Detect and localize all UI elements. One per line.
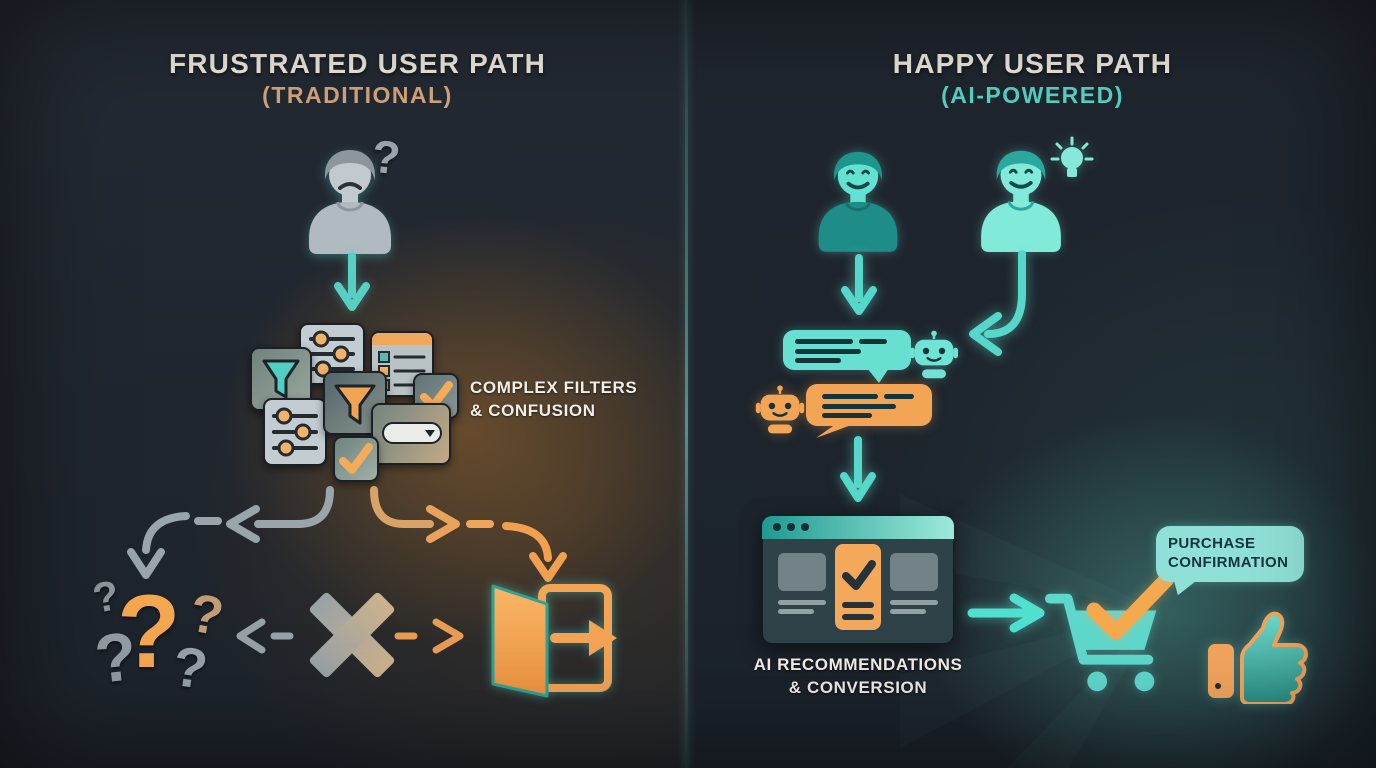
thumbs-up-icon	[1202, 598, 1310, 709]
chat-bubble-icon	[783, 330, 911, 389]
question-mark-icon: ?	[91, 618, 141, 698]
ai-robot-icon	[910, 330, 958, 385]
right-subtitle: (AI-POWERED)	[941, 82, 1124, 108]
checkmark-icon	[1086, 572, 1174, 645]
down-arrow-icon	[839, 436, 877, 511]
inspired-user-icon	[972, 143, 1070, 257]
left-subtitle: (TRADITIONAL)	[262, 82, 453, 108]
right-caption-line1: AI RECOMMENDATIONS	[753, 655, 963, 674]
panel-divider	[685, 0, 688, 768]
right-caption-line2: & CONVERSION	[788, 677, 928, 697]
down-arrow-icon	[841, 254, 877, 323]
purchase-line1: PURCHASE	[1168, 535, 1256, 552]
happy-user-icon	[810, 144, 906, 257]
left-caption-line1: COMPLEX FILTERS	[470, 378, 638, 397]
curved-arrow-icon	[958, 250, 1032, 363]
exit-door-icon	[483, 576, 623, 707]
failure-x-icon	[303, 586, 401, 689]
sliders-panel-icon	[263, 398, 327, 466]
question-mark-icon: ?	[117, 574, 181, 690]
right-title: HAPPY USER PATH	[892, 48, 1173, 79]
down-arrow-icon	[334, 252, 370, 319]
left-caption: COMPLEX FILTERS & CONFUSION	[470, 377, 650, 423]
purchase-bubble-body: PURCHASE CONFIRMATION	[1156, 526, 1304, 582]
recommendations-browser-icon	[761, 515, 955, 649]
dropdown-panel-icon	[371, 403, 451, 465]
right-caption: AI RECOMMENDATIONS & CONVERSION	[748, 654, 968, 700]
branch-arrows	[78, 478, 638, 713]
left-title: FRUSTRATED USER PATH	[168, 48, 547, 79]
lightbulb-icon	[1046, 134, 1098, 191]
question-marks-cluster: ? ? ? ? ?	[85, 571, 240, 722]
frustrated-user-icon	[300, 142, 400, 254]
checkmark-icon	[333, 436, 379, 482]
question-mark-icon: ?	[369, 129, 403, 185]
right-arrow-icon	[966, 592, 1050, 639]
left-caption-line2: & CONFUSION	[470, 400, 596, 420]
ai-robot-icon	[755, 385, 805, 440]
purchase-line2: CONFIRMATION	[1168, 553, 1289, 571]
question-mark-icon: ?	[168, 633, 212, 702]
purchase-confirmation-bubble: PURCHASE CONFIRMATION	[1156, 526, 1304, 599]
chat-bubble-icon	[806, 384, 932, 443]
